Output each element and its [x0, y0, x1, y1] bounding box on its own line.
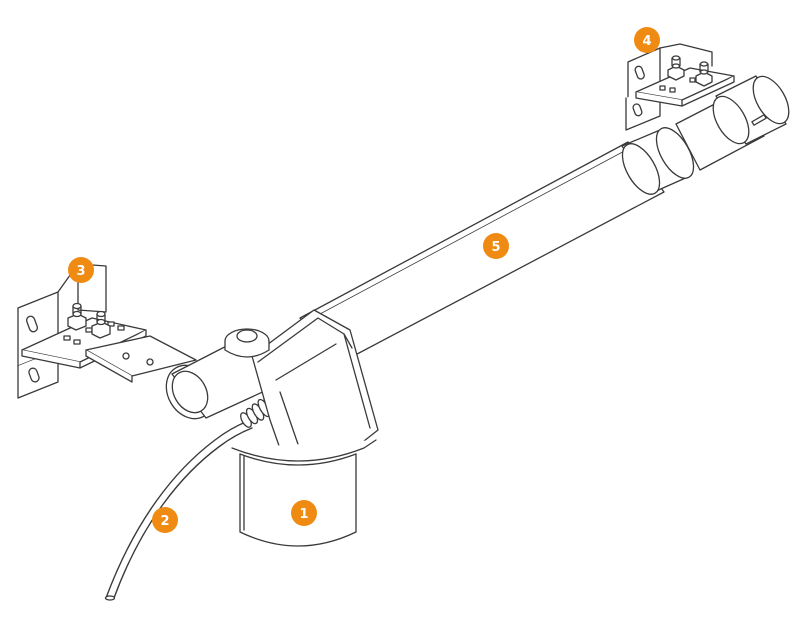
actuator-arm — [299, 75, 790, 363]
front-bracket — [625, 43, 735, 131]
badge-label: 2 — [160, 514, 169, 529]
badge-3: 3 — [68, 257, 94, 283]
motor-housing — [165, 309, 379, 547]
badge-label: 5 — [491, 240, 500, 255]
rear-bracket — [17, 263, 197, 399]
badge-2: 2 — [152, 507, 178, 533]
badge-label: 4 — [642, 34, 651, 49]
badge-1: 1 — [291, 500, 317, 526]
badge-5: 5 — [483, 233, 509, 259]
badge-4: 4 — [634, 27, 660, 53]
badge-label: 1 — [299, 507, 308, 522]
badge-label: 3 — [76, 264, 85, 279]
